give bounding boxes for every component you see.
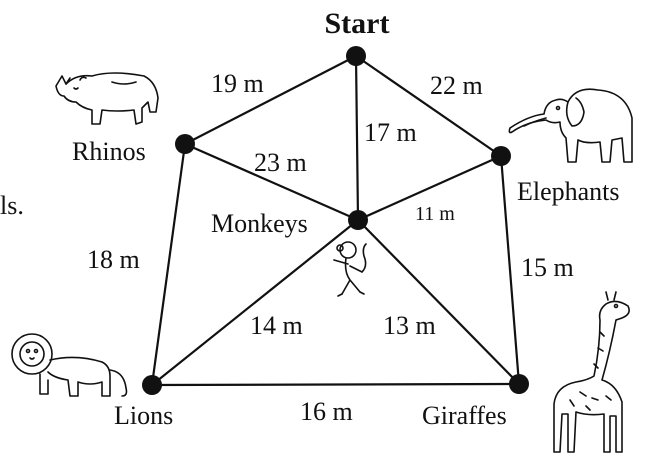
node-lions	[142, 375, 162, 395]
node-start	[346, 46, 366, 66]
edge-label-elephants-giraffes: 15 m	[521, 253, 574, 282]
edge-start-rhinos	[184, 55, 357, 145]
elephant-icon	[508, 88, 633, 163]
edge-label-start-rhinos: 19 m	[211, 69, 264, 98]
edge-label-rhinos-lions: 18 m	[87, 245, 140, 274]
edge-lions-giraffes	[151, 382, 520, 387]
edge-start-elephants	[355, 55, 502, 157]
fragment-text: ls.	[0, 191, 24, 220]
edge-start-monkeys	[354, 55, 360, 221]
label-rhinos: Rhinos	[72, 137, 146, 166]
label-monkeys: Monkeys	[211, 209, 308, 238]
edge-monkeys-elephants	[357, 154, 502, 222]
edge-label-start-elephants: 22 m	[430, 71, 483, 100]
node-giraffes	[509, 374, 529, 394]
edge-label-rhinos-monkeys: 23 m	[254, 148, 307, 177]
lion-icon	[11, 333, 128, 397]
label-lions: Lions	[114, 401, 173, 430]
edge-monkeys-giraffes	[357, 219, 520, 385]
edge-label-monkeys-giraffes: 13 m	[383, 311, 436, 340]
giraffe-icon	[553, 291, 630, 453]
edge-label-monkeys-lions: 14 m	[250, 311, 303, 340]
rhino-icon	[55, 72, 159, 125]
edges	[150, 55, 521, 387]
node-elephants	[491, 146, 511, 166]
edge-monkeys-lions	[151, 219, 359, 386]
edge-rhinos-monkeys	[184, 142, 359, 222]
monkey-icon	[333, 241, 367, 297]
edge-label-lions-giraffes: 16 m	[300, 397, 353, 426]
edge-label-start-monkeys: 17 m	[364, 118, 417, 147]
node-rhinos	[175, 134, 195, 154]
edge-rhinos-lions	[150, 143, 187, 386]
label-start: Start	[325, 7, 390, 40]
label-elephants: Elephants	[517, 177, 620, 206]
edge-elephants-giraffes	[499, 155, 521, 385]
node-monkeys	[348, 210, 368, 230]
edge-label-monkeys-elephants: 11 m	[415, 203, 455, 225]
label-giraffes: Giraffes	[422, 401, 507, 430]
nodes	[142, 46, 529, 395]
